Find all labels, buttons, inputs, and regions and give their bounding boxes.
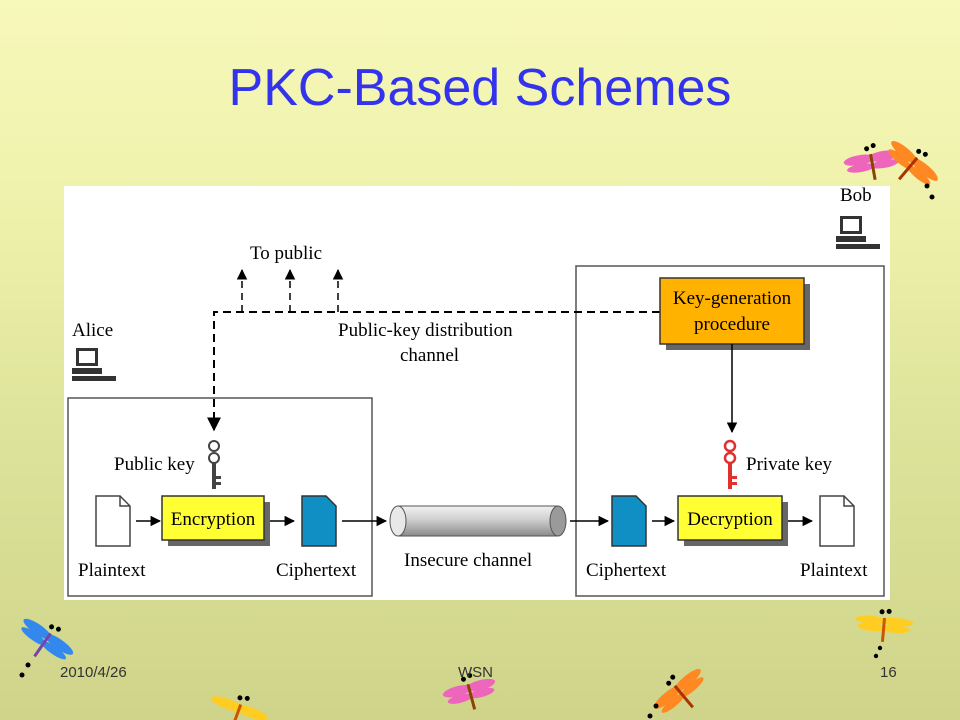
dragonfly-icon <box>211 695 268 720</box>
ciphertext-left-document-icon <box>301 495 337 547</box>
public-key-label: Public key <box>114 454 195 475</box>
slide-title: PKC-Based Schemes <box>228 59 732 117</box>
keygen-box <box>659 277 805 345</box>
public-key-icon <box>208 440 221 489</box>
private-key-icon <box>723 439 737 489</box>
to-public-label: To public <box>250 243 322 264</box>
decryption-box <box>677 495 783 541</box>
bob-label: Bob <box>840 186 872 206</box>
bob-box <box>575 265 885 597</box>
distribution-channel-label-line2: channel <box>400 345 459 366</box>
ciphertext-right-document-icon <box>611 495 647 547</box>
plaintext-right-document-icon <box>819 495 855 547</box>
dragonfly-icon <box>843 143 899 180</box>
alice-computer-icon <box>72 348 116 381</box>
pkc-diagram: Bob Alice To public Public-key distribut… <box>64 186 890 600</box>
decryption-label: Decryption <box>687 509 773 530</box>
plaintext-right-label: Plaintext <box>800 560 868 581</box>
plaintext-left-document-icon <box>95 495 131 547</box>
private-key-label: Private key <box>746 454 833 475</box>
encryption-label: Encryption <box>171 509 256 530</box>
dragonfly-icon <box>654 669 704 713</box>
insecure-channel-pipe <box>389 505 567 537</box>
plaintext-left-fold <box>119 496 130 507</box>
plaintext-right-fold <box>843 496 854 507</box>
page-number: 16 <box>880 664 897 681</box>
footer-date: 2010/4/26 <box>60 664 127 681</box>
distribution-channel-label-line1: Public-key distribution <box>338 320 513 341</box>
bob-computer-icon <box>836 216 880 249</box>
ciphertext-left-label: Ciphertext <box>276 560 357 581</box>
alice-label: Alice <box>72 320 113 341</box>
public-key-distribution-line <box>207 311 660 432</box>
dragonfly-icon <box>855 608 914 643</box>
plaintext-left-label: Plaintext <box>78 560 146 581</box>
footer-center: WSN <box>458 664 493 681</box>
ciphertext-right-label: Ciphertext <box>586 560 667 581</box>
keygen-label-line1: Key-generation <box>673 288 792 309</box>
alice-box <box>67 397 373 597</box>
keygen-label-line2: procedure <box>694 314 770 335</box>
insecure-channel-label: Insecure channel <box>404 550 532 571</box>
encryption-box <box>161 495 265 541</box>
